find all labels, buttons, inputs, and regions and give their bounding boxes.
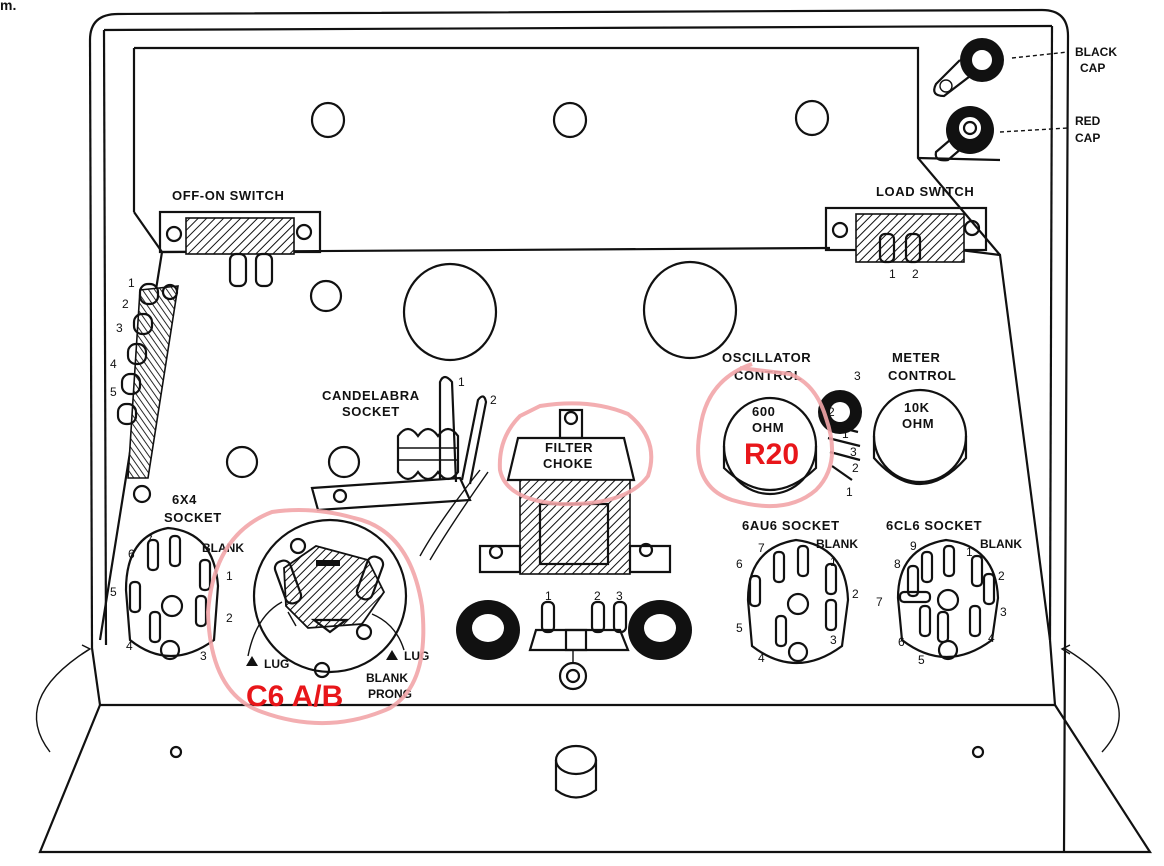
candelabra-label-1: CANDELABRA (322, 388, 420, 403)
c6-blank-prong-label-1: BLANK (366, 671, 408, 685)
red-cap-label-2: CAP (1075, 131, 1100, 145)
center-terminal-strip (528, 600, 630, 691)
socket-6x4-pin-6: 6 (128, 547, 135, 561)
load-switch-pin-2: 2 (912, 267, 919, 281)
black-cap-post (933, 38, 1069, 98)
meter-value-2: OHM (902, 416, 934, 431)
off-on-switch (158, 210, 322, 288)
meter-label-2: CONTROL (888, 368, 956, 383)
panel-holes (225, 99, 830, 479)
left-terminal-strip (116, 282, 179, 504)
socket-6cl6-pin-8: 8 (894, 557, 901, 571)
filter-choke (478, 408, 672, 575)
socket-6x4-pin-4: 4 (126, 639, 133, 653)
grommet-right (628, 600, 692, 660)
oscillator-potentiometer (722, 396, 818, 496)
socket-6x4-pin-1: 1 (226, 569, 233, 583)
meter-pin-b3: 3 (850, 445, 857, 459)
terminal-strip-pin-2: 2 (594, 589, 601, 603)
socket-6cl6 (896, 538, 1000, 661)
c6-highlight-ring (205, 508, 426, 725)
socket-6au6-pin-3: 3 (830, 633, 837, 647)
red-cap-post (934, 106, 1069, 162)
filter-choke-highlight-ring (497, 401, 654, 507)
c6-capacitor-socket (246, 518, 408, 679)
candelabra-label-2: SOCKET (342, 404, 400, 419)
candelabra-lead-2: 2 (490, 393, 497, 407)
terminal-strip-pin-3: 3 (616, 589, 623, 603)
socket-6x4-label-2: SOCKET (164, 510, 222, 525)
r20-annotation: R20 (744, 438, 799, 471)
socket-6au6-pin-6: 6 (736, 557, 743, 571)
socket-6cl6-pin-9: 9 (910, 539, 917, 553)
socket-6cl6-pin-2: 2 (998, 569, 1005, 583)
socket-6cl6-pin-3: 3 (1000, 605, 1007, 619)
oscillator-label-1: OSCILLATOR (722, 350, 811, 365)
socket-6cl6-pin-1: 1 (966, 545, 973, 559)
socket-6cl6-pin-7: 7 (876, 595, 883, 609)
terminal-strip-pin-1: 1 (545, 589, 552, 603)
socket-6cl6-pin-6: 6 (898, 635, 905, 649)
oscillator-value-1: 600 (752, 404, 776, 419)
black-cap-label-1: BLACK (1075, 45, 1117, 59)
corner-text: m. (0, 0, 16, 13)
socket-6au6-pin-1: 1 (830, 555, 837, 569)
strip-pin-2: 2 (122, 297, 129, 311)
meter-pin-b1: 1 (846, 485, 853, 499)
c6-lug-left-label: LUG (264, 657, 289, 671)
socket-6au6-pin-2: 2 (852, 587, 859, 601)
socket-6au6 (746, 538, 850, 664)
filter-choke-label-1: FILTER (545, 440, 593, 455)
off-on-switch-label: OFF-ON SWITCH (172, 188, 285, 203)
load-switch (824, 206, 988, 264)
black-cap-label-2: CAP (1080, 61, 1105, 75)
oscillator-value-2: OHM (752, 420, 784, 435)
meter-pin-b2: 2 (852, 461, 859, 475)
socket-6x4-pin-7: 7 (146, 533, 153, 547)
grommet-left (456, 600, 520, 660)
socket-6x4-pin-2: 2 (226, 611, 233, 625)
socket-6au6-label: 6AU6 SOCKET (742, 518, 840, 533)
meter-potentiometer (818, 388, 968, 486)
socket-6cl6-blank-label: BLANK (980, 537, 1022, 551)
socket-6au6-blank-label: BLANK (816, 537, 858, 551)
socket-6au6-pin-7: 7 (758, 541, 765, 555)
candelabra-lead-1: 1 (458, 375, 465, 389)
load-switch-label: LOAD SWITCH (876, 184, 974, 199)
socket-6x4-pin-5: 5 (110, 585, 117, 599)
socket-6cl6-pin-4: 4 (988, 631, 995, 645)
meter-value-1: 10K (904, 400, 930, 415)
strip-pin-5: 5 (110, 385, 117, 399)
meter-pin-a1: 1 (842, 427, 849, 441)
strip-pin-3: 3 (116, 321, 123, 335)
socket-6x4-pin-3: 3 (200, 649, 207, 663)
meter-pin-a2: 2 (828, 405, 835, 419)
meter-pin-a3: 3 (854, 369, 861, 383)
c6-lug-right-label: LUG (404, 649, 429, 663)
socket-6au6-pin-4: 4 (758, 651, 765, 665)
filter-choke-label-2: CHOKE (543, 456, 593, 471)
socket-6x4-blank-label: BLANK (202, 541, 244, 555)
candelabra-socket (310, 375, 489, 561)
socket-6x4-label-1: 6X4 (172, 492, 197, 507)
strip-pin-1: 1 (128, 276, 135, 290)
socket-6cl6-label: 6CL6 SOCKET (886, 518, 982, 533)
socket-6au6-pin-5: 5 (736, 621, 743, 635)
red-cap-label-1: RED (1075, 114, 1101, 128)
c6-annotation: C6 A/B (246, 680, 343, 713)
meter-label-1: METER (892, 350, 941, 365)
socket-6x4 (124, 526, 220, 661)
r20-highlight-ring (696, 362, 835, 509)
strip-pin-4: 4 (110, 357, 117, 371)
socket-6cl6-pin-5: 5 (918, 653, 925, 667)
load-switch-pin-1: 1 (889, 267, 896, 281)
